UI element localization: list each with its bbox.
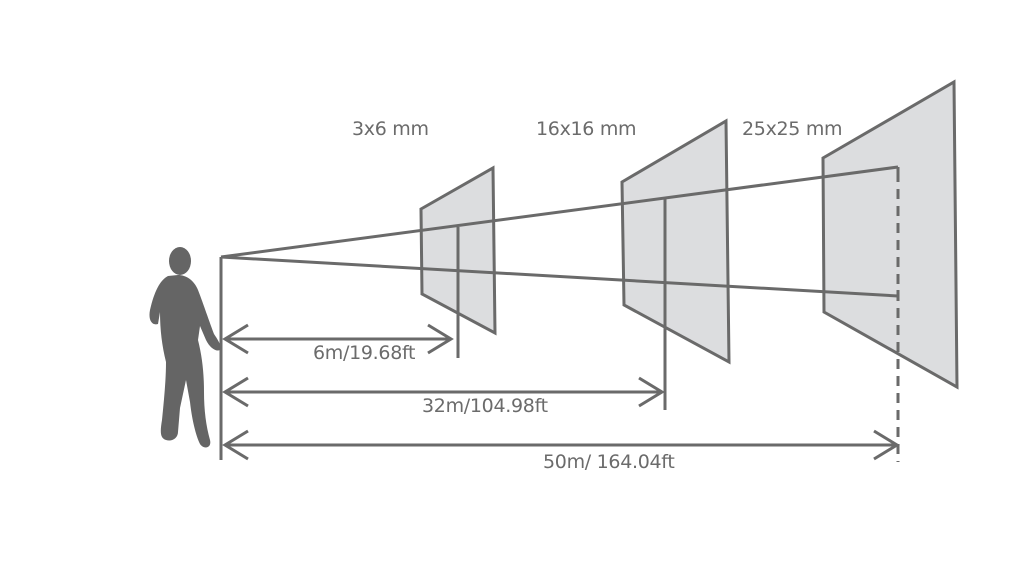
panel-25x25 — [821, 79, 959, 390]
arrow-50m — [222, 429, 900, 461]
panel-label-16x16: 16x16 mm — [536, 118, 637, 140]
arrow-6m — [222, 323, 454, 355]
panel-16x16 — [620, 118, 731, 365]
panel-label-3x6: 3x6 mm — [352, 118, 429, 140]
walking-person-icon — [149, 247, 221, 448]
distance-label-50m: 50m/ 164.04ft — [543, 451, 675, 473]
arrow-32m — [222, 376, 665, 408]
sight-line-top — [220, 165, 899, 259]
distance-label-32m: 32m/104.98ft — [422, 395, 548, 417]
sight-line-bottom — [220, 255, 899, 298]
distance-label-6m: 6m/19.68ft — [313, 342, 416, 364]
panel-label-25x25: 25x25 mm — [742, 118, 843, 140]
